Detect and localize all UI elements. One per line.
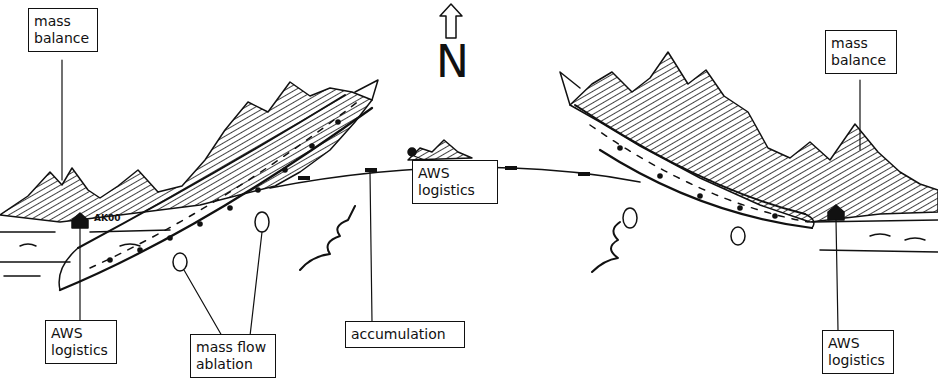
sketch-stroke <box>578 172 590 176</box>
sketch-stroke <box>167 235 173 241</box>
sketch-stroke <box>255 187 261 193</box>
stake-points <box>617 145 778 219</box>
callout-text: mass flow ablation <box>196 339 270 373</box>
sketch-stroke <box>617 145 623 151</box>
north-arrow <box>440 4 462 38</box>
sketch-stroke <box>905 238 925 240</box>
ablation-site <box>255 212 269 232</box>
callout-text: AWS logistics <box>418 165 492 199</box>
station-code: AK00 <box>94 214 120 223</box>
callout-box: accumulation <box>345 321 465 348</box>
callout-box: AWS logistics <box>412 160 498 204</box>
sketch-stroke <box>90 230 170 232</box>
sketch-stroke <box>250 232 262 336</box>
sketch-stroke <box>737 205 743 211</box>
sketch-stroke <box>0 231 55 233</box>
ablation-site <box>173 253 187 271</box>
callout-box: AWS logistics <box>45 320 117 364</box>
sketch-stroke <box>282 167 288 173</box>
mountain-range <box>0 82 372 222</box>
callout-box: AWS logistics <box>822 330 894 374</box>
sketch-stroke <box>107 257 113 263</box>
ablation-site <box>731 227 745 245</box>
sketch-stroke <box>836 220 838 330</box>
hut-symbol <box>828 205 844 220</box>
callout-text: mass balance <box>34 13 92 47</box>
callout-box: mass balance <box>825 30 897 74</box>
glacier-edge <box>78 95 345 248</box>
water-lines <box>0 220 938 276</box>
sketch-stroke <box>365 168 377 172</box>
river <box>592 222 620 272</box>
sketch-stroke <box>370 172 372 322</box>
mountain-peak <box>355 80 378 100</box>
sketch-stroke <box>79 228 80 320</box>
flow-line <box>590 125 808 222</box>
sketch-stroke <box>197 221 203 227</box>
sketch-stroke <box>505 166 517 170</box>
mountain-range <box>570 52 938 222</box>
river <box>300 206 355 270</box>
mountain-peak <box>560 72 580 105</box>
callout-text: AWS logistics <box>51 325 111 359</box>
callout-text: AWS logistics <box>828 335 888 369</box>
north-label: N <box>436 40 469 84</box>
sketch-stroke <box>335 119 341 125</box>
flow-line <box>90 100 360 268</box>
glacier-front <box>59 248 78 290</box>
sketch-stroke <box>820 250 938 252</box>
sketch-stroke <box>120 244 140 246</box>
glacier-edge <box>60 108 372 290</box>
sketch-stroke <box>184 270 222 336</box>
callout-text: accumulation <box>351 326 459 343</box>
sketch-stroke <box>0 261 70 263</box>
stake-points <box>107 119 341 263</box>
sketch-stroke <box>137 247 143 253</box>
sketch-stroke <box>697 193 703 199</box>
leader-lines <box>62 60 860 336</box>
callout-text: mass balance <box>831 35 891 69</box>
sketch-stroke <box>227 205 233 211</box>
illustration <box>0 4 938 336</box>
sketch-stroke <box>298 176 310 180</box>
sketch-stroke <box>20 244 36 246</box>
callout-box: mass flow ablation <box>190 334 276 378</box>
hut-symbol <box>72 213 88 228</box>
sketch-stroke <box>657 173 663 179</box>
sketch-stroke <box>61 60 62 180</box>
sketch-stroke <box>4 275 40 277</box>
sketch-stroke <box>309 143 315 149</box>
sketch-stroke <box>772 213 778 219</box>
callout-box: mass balance <box>28 8 98 52</box>
sketch-stroke <box>859 80 860 150</box>
aws-station <box>408 148 416 156</box>
sketch-stroke <box>870 234 890 236</box>
ablation-site <box>623 208 637 228</box>
